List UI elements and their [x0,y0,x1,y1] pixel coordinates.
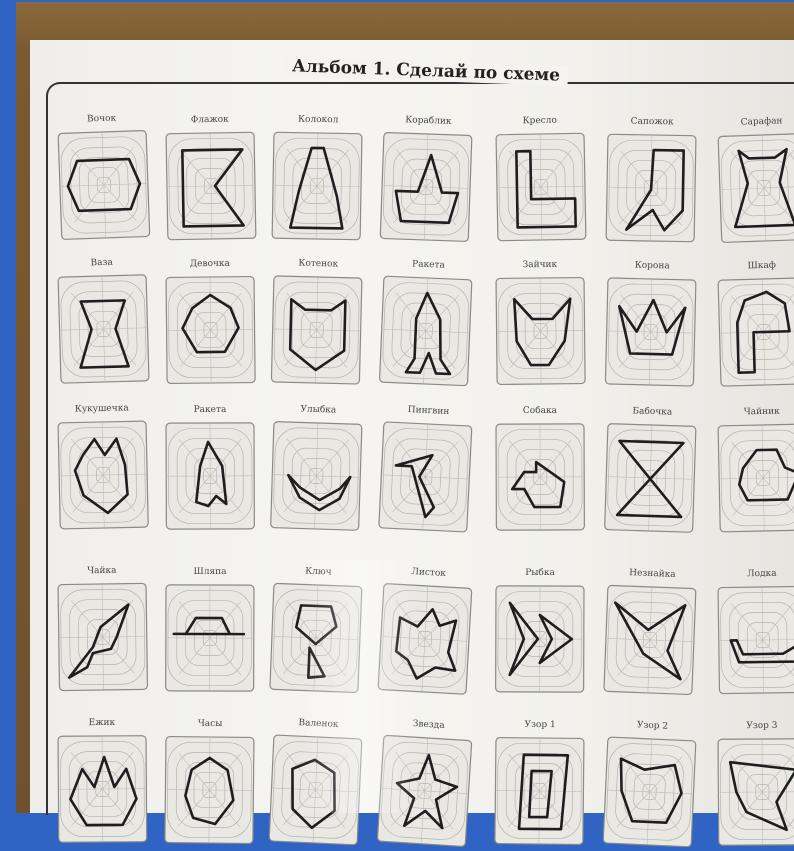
schematic-panel [494,584,586,696]
card-label: Чайка [56,565,148,576]
schematic-panel [378,130,474,245]
schematic-panel [164,583,256,695]
card-label: Зайчик [494,260,586,271]
card-label: Рыбка [494,568,586,578]
card-label: Колокол [272,114,364,126]
light-reflection [300,560,420,813]
schematic-panel [603,276,698,390]
schematic-panel [164,421,256,533]
schematic-card: Узор 3 [716,737,794,738]
schematic-panel [602,583,698,698]
card-label: Узор 1 [494,720,586,731]
card-label: Кресло [494,115,586,127]
schematic-panel [163,735,256,848]
card-label: Ежик [56,718,148,729]
schematic-panel [56,128,152,243]
schematic-panel [56,581,150,694]
schematic-card: Часы [164,735,256,736]
schematic-card: Ежик [56,734,148,735]
schematic-panel [716,422,794,536]
card-label: Шляпа [164,567,256,577]
schematic-panel [164,130,258,244]
schematic-card: Девочка [164,275,256,276]
schematic-panel [603,422,698,537]
schematic-card: Лодка [716,584,794,585]
schematic-panel [269,420,364,535]
card-label: Узор 3 [716,721,794,732]
schematic-panel [56,419,150,533]
schematic-panel [604,132,698,246]
schematic-panel [716,131,794,246]
schematic-panel [716,584,794,697]
card-label: Девочка [164,259,256,270]
card-label: Шкаф [716,260,794,273]
schematic-card: Чайка [56,581,148,582]
schematic-panel [377,274,474,390]
schematic-panel [494,131,588,245]
schematic-panel [493,736,586,849]
schematic-panel [269,274,364,388]
schematic-panel [601,735,698,851]
schematic-card: Зайчик [494,276,586,277]
card-label: Флажок [164,114,256,126]
schematic-panel [56,734,149,847]
card-label: Ракета [164,405,256,415]
schematic-panel [164,275,257,388]
schematic-panel [270,130,364,244]
card-label: Лодка [716,568,794,579]
schematic-panel [56,273,151,388]
schematic-panel [494,422,586,534]
schematic-card: Узор 1 [494,736,586,737]
card-label: Кукушечка [56,403,148,415]
schematic-panel [494,276,587,389]
card-label: Чайник [716,406,794,418]
schematic-panel [377,420,474,536]
schematic-panel [716,276,794,391]
card-label: Сапожок [606,116,698,128]
card-label: Собака [494,406,586,416]
card-label: Часы [164,719,256,730]
schematic-panel [716,737,794,850]
